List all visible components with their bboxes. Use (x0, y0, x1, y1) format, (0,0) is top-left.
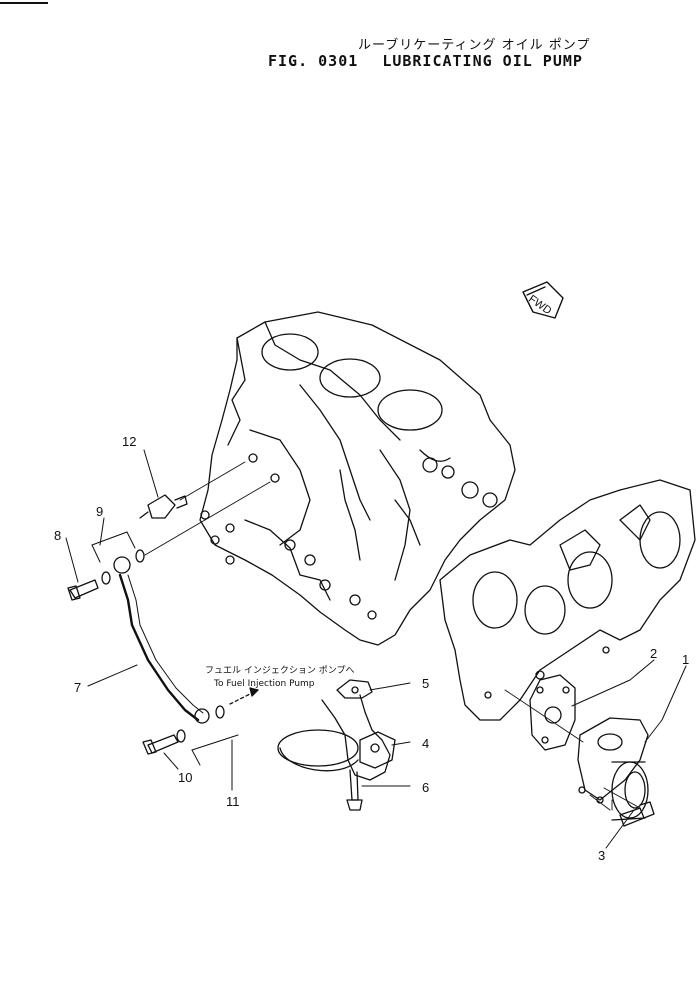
part-12-oil-pressure-switch (139, 494, 188, 519)
note-japanese: フュエル インジェクション ポンプへ (205, 665, 354, 676)
part-1-oil-pump (577, 717, 649, 821)
title-english: FIG. 0301 LUBRICATING OIL PUMP (268, 52, 597, 70)
callout-2: 2 (650, 646, 657, 661)
part-7-oil-pipe (113, 556, 210, 724)
callout-leaders (65, 449, 687, 849)
gear-case-plate (439, 479, 696, 721)
callout-5: 5 (422, 676, 429, 691)
assembly-leader-lines (144, 461, 641, 811)
callout-4: 4 (422, 736, 429, 751)
corner-rule (0, 2, 48, 4)
figure-number: FIG. 0301 (268, 52, 359, 70)
callout-3: 3 (598, 848, 605, 863)
part-2-gasket (529, 674, 576, 751)
title-japanese: ルーブリケーティング オイル ポンプ (358, 38, 591, 53)
callout-11: 11 (226, 794, 240, 809)
callout-8: 8 (54, 528, 61, 543)
oil-strainer-assembly (277, 679, 396, 811)
engine-block (199, 311, 516, 646)
fuel-injection-arrow (229, 687, 259, 705)
note-english: To Fuel Injection Pump (213, 679, 315, 689)
fwd-direction-marker: FWD (522, 281, 564, 319)
callout-10: 10 (178, 770, 192, 785)
figure-title: LUBRICATING OIL PUMP (382, 52, 583, 70)
callout-7: 7 (74, 680, 81, 695)
part-10-11-bolt-washers (142, 705, 239, 766)
part-8-9-bolt-washers (67, 531, 145, 601)
callout-1: 1 (682, 652, 689, 667)
callout-9: 9 (96, 504, 103, 519)
callout-6: 6 (422, 780, 429, 795)
callout-12: 12 (122, 434, 136, 449)
